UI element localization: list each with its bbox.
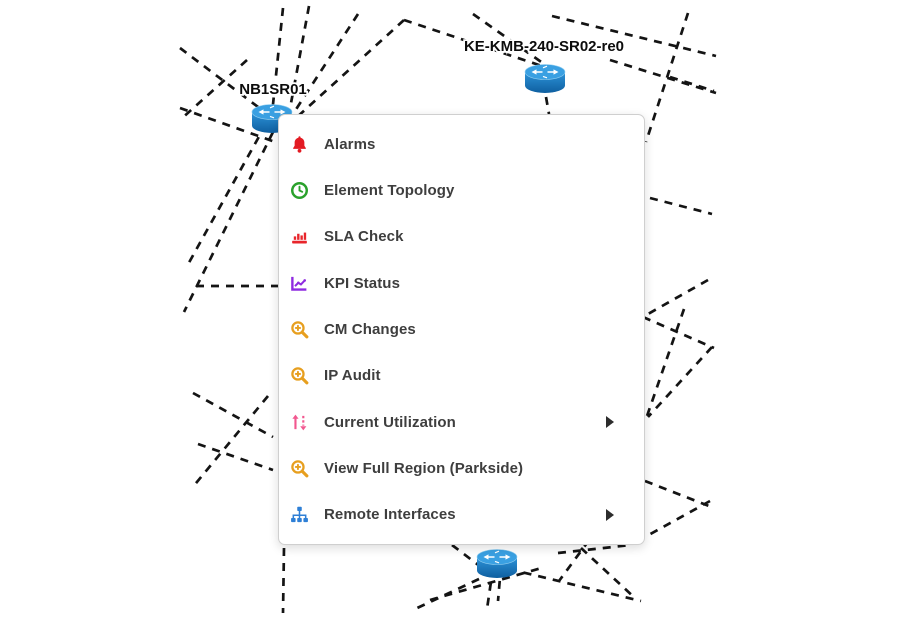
search-plus-icon xyxy=(290,320,309,339)
topology-link xyxy=(287,5,311,115)
router-icon[interactable] xyxy=(524,64,566,94)
context-menu: Alarms Element Topology SLA Check KPI St… xyxy=(278,114,645,545)
topology-nodes: NB1SR01 KE-KMB-240-SR02-re0 xyxy=(237,36,626,579)
line-chart-icon xyxy=(290,274,309,293)
topology-link xyxy=(182,131,275,313)
alarm-bell-icon xyxy=(290,135,309,154)
clock-icon xyxy=(290,181,309,200)
topology-link xyxy=(197,442,274,472)
topology-link xyxy=(647,346,713,418)
context-menu-item-ip-audit[interactable]: IP Audit xyxy=(279,353,644,399)
topology-link xyxy=(429,565,546,602)
topology-link xyxy=(192,391,274,439)
topology-link xyxy=(281,547,286,614)
topology-link xyxy=(403,18,543,68)
sitemap-icon xyxy=(290,505,309,524)
topology-links xyxy=(179,5,717,614)
node-label: NB1SR01 xyxy=(239,81,307,98)
topology-link xyxy=(451,543,482,569)
topology-link xyxy=(184,123,268,269)
topology-link xyxy=(644,499,711,539)
topology-link xyxy=(508,567,642,603)
router-icon[interactable] xyxy=(476,549,518,579)
topology-link xyxy=(472,12,548,68)
context-menu-item-element-topology[interactable]: Element Topology xyxy=(279,167,644,213)
topology-link xyxy=(580,547,637,600)
context-menu-item-kpi-status[interactable]: KPI Status xyxy=(279,260,644,306)
topology-link xyxy=(669,75,715,93)
node-label: KE-KMB-240-SR02-re0 xyxy=(464,38,624,55)
search-plus-icon xyxy=(290,366,309,385)
topology-link xyxy=(642,315,715,350)
topology-link xyxy=(179,106,279,145)
topology-link xyxy=(544,96,551,115)
context-menu-item-alarms[interactable]: Alarms xyxy=(279,121,644,167)
topology-link xyxy=(270,7,285,115)
topology-link xyxy=(179,46,263,112)
topology-link xyxy=(179,58,248,122)
topology-link xyxy=(557,543,632,555)
topology-link xyxy=(649,196,713,216)
context-menu-item-sla-check[interactable]: SLA Check xyxy=(279,214,644,260)
context-menu-item-cm-changes[interactable]: CM Changes xyxy=(279,306,644,352)
bar-chart-icon xyxy=(290,227,309,246)
topology-link xyxy=(190,395,270,489)
topology-link xyxy=(609,58,717,95)
topology-link xyxy=(647,278,709,316)
topology-link xyxy=(551,14,717,58)
submenu-caret-icon xyxy=(606,508,614,521)
topology-link xyxy=(644,479,715,510)
topology-link xyxy=(644,308,686,420)
up-down-arrows-icon xyxy=(290,413,309,432)
submenu-caret-icon xyxy=(606,416,614,429)
context-menu-item-view-full-region-parkside[interactable]: View Full Region (Parkside) xyxy=(279,445,644,491)
topology-link xyxy=(557,527,600,582)
context-menu-item-current-utilization[interactable]: Current Utilization xyxy=(279,399,644,445)
topology-link xyxy=(291,13,360,115)
search-plus-icon xyxy=(290,459,309,478)
context-menu-item-remote-interfaces[interactable]: Remote Interfaces xyxy=(279,492,644,538)
topology-link xyxy=(295,19,405,119)
topology-link xyxy=(644,12,690,143)
